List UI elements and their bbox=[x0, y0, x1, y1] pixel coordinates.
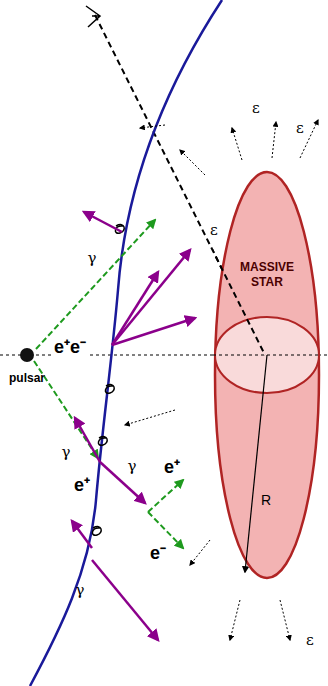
pulsar-dot bbox=[20, 348, 34, 362]
gamma-label: γ bbox=[76, 581, 85, 599]
lepton-label: e⁻ bbox=[150, 540, 166, 564]
pulsar-label: pulsar bbox=[7, 371, 48, 385]
pair-arrows bbox=[34, 220, 183, 548]
shock-curve bbox=[30, 0, 222, 686]
radius-arrow bbox=[245, 355, 267, 572]
photon-label: ε bbox=[210, 221, 218, 239]
lepton-label: e⁺ bbox=[74, 472, 90, 496]
pair-label: e⁺e⁻ bbox=[52, 334, 88, 358]
radius-label: R bbox=[261, 492, 271, 508]
photon-label: ε bbox=[296, 119, 304, 137]
photon-label: ε bbox=[252, 99, 260, 117]
star-outline bbox=[213, 170, 321, 580]
gamma-label: γ bbox=[62, 443, 71, 461]
star-label: MASSIVE STAR bbox=[234, 260, 300, 290]
eye-symbol bbox=[86, 6, 100, 27]
photon-label: ε bbox=[306, 631, 314, 649]
gamma-arrows bbox=[72, 212, 195, 640]
gamma-label: γ bbox=[128, 457, 137, 475]
gamma-label: γ bbox=[88, 249, 97, 267]
gyration-loops bbox=[92, 225, 124, 536]
sight-line bbox=[95, 15, 265, 355]
lepton-label: e⁺ bbox=[164, 454, 180, 478]
photon-arrows bbox=[125, 120, 318, 640]
pulsar-node: pulsar bbox=[7, 348, 48, 385]
star-shape: MASSIVE STAR bbox=[213, 170, 321, 580]
